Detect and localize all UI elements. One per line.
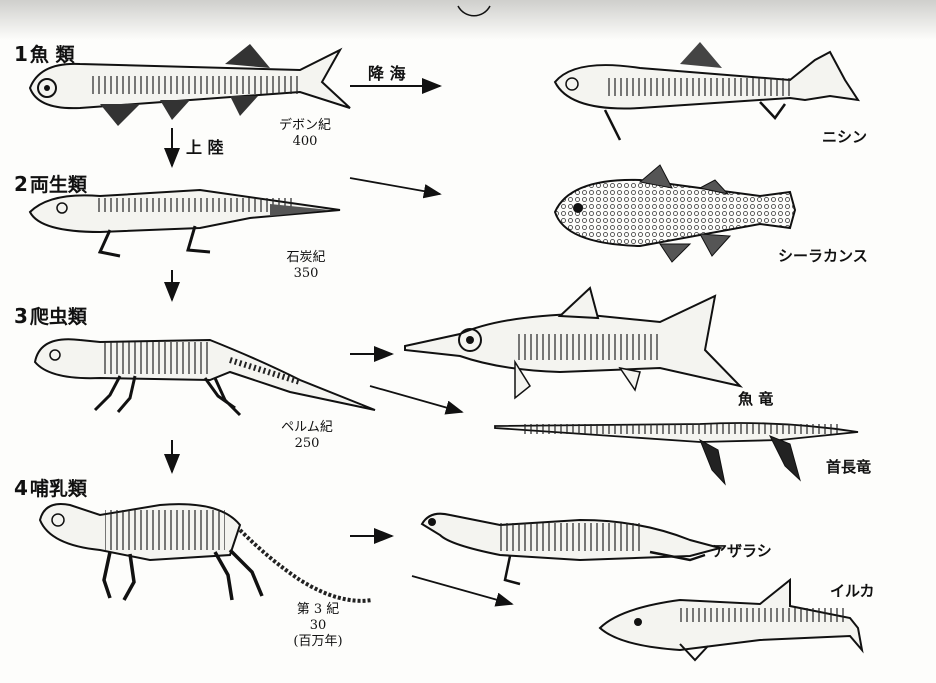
plesiosaur-icon	[495, 423, 858, 484]
devonian-fish-icon	[30, 44, 350, 126]
label-plesiosaur: 首長竜	[826, 456, 871, 477]
ichthyosaur-icon	[405, 288, 740, 398]
arrow-to-coelacanth	[350, 178, 440, 194]
period-devonian: デボン紀 400	[270, 118, 340, 150]
carboniferous-amphibian-icon	[30, 190, 340, 256]
page-number-circle	[458, 6, 490, 16]
group-name: 哺乳類	[30, 478, 87, 500]
permian-reptile-icon	[35, 339, 375, 415]
group-number: 4	[14, 476, 28, 500]
arrow-to-dolphin	[412, 576, 512, 604]
label-seal: アザラシ	[712, 540, 772, 561]
period-age: 350	[276, 266, 336, 282]
group-number: 3	[14, 304, 28, 328]
label-coelacanth: シーラカンス	[778, 245, 868, 266]
period-age: 400	[270, 134, 340, 150]
period-carboniferous: 石炭紀 350	[276, 250, 336, 282]
period-name: ペルム紀	[272, 420, 342, 436]
period-name: 第 3 紀	[280, 602, 356, 618]
period-age: 250	[272, 436, 342, 452]
period-age: 30	[280, 618, 356, 634]
group-name: 両生類	[30, 174, 87, 196]
coelacanth-icon	[555, 165, 795, 262]
period-name: 石炭紀	[276, 250, 336, 266]
group-number: 1	[14, 42, 28, 66]
arrow-to-plesiosaur	[370, 386, 462, 412]
dolphin-icon	[600, 580, 862, 660]
period-permian: ペルム紀 250	[272, 420, 342, 452]
group-name: 魚 類	[30, 44, 75, 66]
period-unit: (百万年)	[280, 634, 356, 650]
label-herring: ニシン	[822, 126, 867, 147]
seal-icon	[422, 514, 720, 584]
tertiary-mammal-icon	[40, 504, 372, 601]
period-name: デボン紀	[270, 118, 340, 134]
period-tertiary: 第 3 紀 30 (百万年)	[280, 602, 356, 650]
herring-icon	[555, 42, 858, 140]
label-to-land: 上 陸	[186, 134, 224, 158]
group-name: 爬虫類	[30, 306, 87, 328]
group-number: 2	[14, 172, 28, 196]
label-return-to-sea: 降 海	[368, 60, 406, 84]
label-ichthyosaur: 魚 竜	[738, 388, 773, 409]
label-dolphin: イルカ	[830, 580, 875, 601]
